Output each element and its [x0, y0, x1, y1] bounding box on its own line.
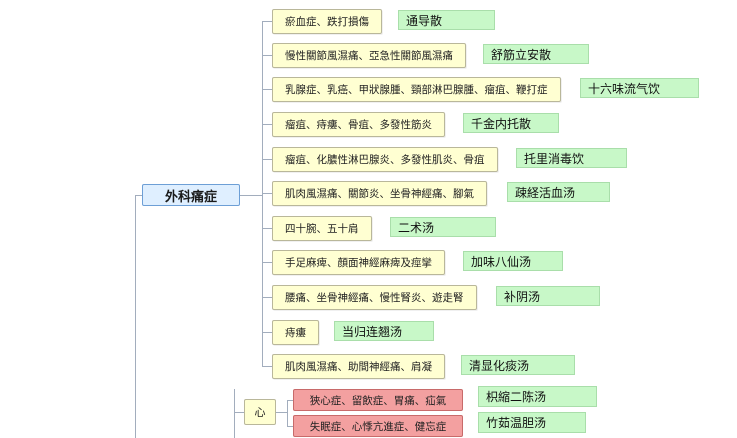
- symptom-topic-label: 手足麻痺、顏面神經麻痺及痙攣: [285, 257, 432, 269]
- heart-symptom-topic[interactable]: 狹心症、留飲症、胃痛、疝氣: [293, 389, 463, 411]
- symptom-topic-label: 瘤疽、痔瘻、骨疽、多發性筋炎: [285, 119, 432, 131]
- formula-label[interactable]: 千金内托散: [463, 113, 559, 133]
- symptom-topic-label: 瘤疽、化膿性淋巴腺炎、多發性肌炎、骨疽: [285, 154, 485, 166]
- symptom-topic[interactable]: 瘤疽、痔瘻、骨疽、多發性筋炎: [272, 112, 445, 137]
- formula-label-text: 枳縮二陈汤: [486, 390, 547, 404]
- heart-topic-label: 心: [254, 406, 266, 419]
- symptom-topic[interactable]: 手足麻痺、顏面神經麻痺及痙攣: [272, 250, 445, 275]
- symptom-topic-label: 腰痛、坐骨神經痛、慢性腎炎、遊走腎: [285, 292, 464, 304]
- symptom-topic[interactable]: 肌肉風濕痛、關節炎、坐骨神經痛、腳氣: [272, 181, 487, 206]
- formula-label[interactable]: 十六味流气饮: [580, 78, 699, 98]
- symptom-topic[interactable]: 乳腺症、乳癌、甲狀腺腫、頸部淋巴腺腫、瘤疽、鞭打症: [272, 77, 561, 102]
- symptom-topic-label: 四十腕、五十肩: [285, 223, 359, 235]
- formula-label[interactable]: 通导散: [398, 10, 495, 30]
- root-topic-label: 外科痛症: [164, 189, 217, 205]
- formula-label[interactable]: 托里消毒饮: [516, 148, 627, 168]
- formula-label-text: 舒筋立安散: [491, 47, 552, 62]
- formula-label-text: 疎経活血汤: [515, 185, 576, 200]
- formula-label[interactable]: 当归连翘汤: [334, 321, 434, 341]
- formula-label[interactable]: 补阴汤: [496, 286, 600, 306]
- formula-label[interactable]: 加味八仙汤: [463, 251, 563, 271]
- symptom-topic-label: 乳腺症、乳癌、甲狀腺腫、頸部淋巴腺腫、瘤疽、鞭打症: [285, 84, 548, 96]
- formula-label[interactable]: 竹茹温胆汤: [478, 412, 586, 433]
- symptom-topic-label: 慢性關節風濕痛、亞急性關節風濕痛: [285, 50, 453, 62]
- symptom-topic[interactable]: 瘤疽、化膿性淋巴腺炎、多發性肌炎、骨疽: [272, 147, 498, 172]
- symptom-topic[interactable]: 四十腕、五十肩: [272, 216, 372, 241]
- formula-label[interactable]: 二术汤: [390, 217, 496, 237]
- symptom-topic-label: 痔瘻: [285, 327, 306, 339]
- formula-label-text: 当归连翘汤: [342, 324, 403, 339]
- heart-topic[interactable]: 心: [244, 399, 276, 425]
- formula-label-text: 千金内托散: [471, 116, 532, 131]
- symptom-topic[interactable]: 腰痛、坐骨神經痛、慢性腎炎、遊走腎: [272, 285, 477, 310]
- symptom-topic[interactable]: 痔瘻: [272, 320, 319, 345]
- symptom-topic-label: 肌肉風濕痛、關節炎、坐骨神經痛、腳氣: [285, 188, 474, 200]
- formula-label-text: 通导散: [406, 13, 443, 28]
- symptom-topic[interactable]: 肌肉風濕痛、助間神經痛、肩凝: [272, 354, 445, 379]
- symptom-topic-label: 瘀血症、跌打損傷: [285, 16, 369, 28]
- formula-label-text: 二术汤: [398, 220, 435, 235]
- heart-symptom-topic[interactable]: 失眠症、心悸亢進症、健忘症: [293, 415, 463, 437]
- formula-label[interactable]: 舒筋立安散: [483, 44, 589, 64]
- symptom-topic-label: 肌肉風濕痛、助間神經痛、肩凝: [285, 361, 432, 373]
- formula-label-text: 补阴汤: [504, 289, 541, 304]
- formula-label-text: 竹茹温胆汤: [486, 416, 547, 430]
- root-topic[interactable]: 外科痛症: [142, 184, 240, 206]
- heart-symptom-topic-label: 狹心症、留飲症、胃痛、疝氣: [309, 394, 447, 407]
- formula-label-text: 十六味流气饮: [588, 81, 661, 96]
- symptom-topic[interactable]: 瘀血症、跌打損傷: [272, 9, 382, 34]
- symptom-topic[interactable]: 慢性關節風濕痛、亞急性關節風濕痛: [272, 43, 466, 68]
- formula-label[interactable]: 清显化痰汤: [461, 355, 575, 375]
- formula-label-text: 清显化痰汤: [469, 358, 530, 373]
- formula-label[interactable]: 疎経活血汤: [507, 182, 610, 202]
- formula-label[interactable]: 枳縮二陈汤: [478, 386, 597, 407]
- formula-label-text: 加味八仙汤: [471, 254, 532, 269]
- formula-label-text: 托里消毒饮: [524, 151, 585, 166]
- heart-symptom-topic-label: 失眠症、心悸亢進症、健忘症: [309, 420, 447, 433]
